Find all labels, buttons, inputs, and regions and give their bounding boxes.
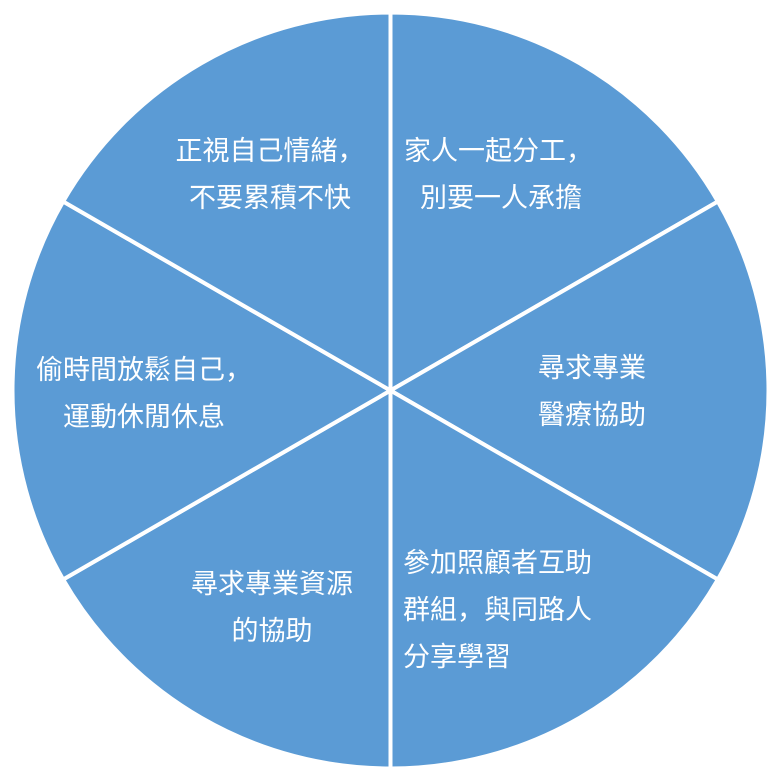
segment-label-lower-right: 參加照顧者互助 群組，與同路人 分享學習 [403, 548, 592, 673]
segment-label-right: 尋求專業 醫療協助 [538, 353, 646, 431]
segment-label-lower-left: 尋求專業資源 的協助 [191, 569, 353, 647]
segment-label-left: 偷時間放鬆自己， 運動休閒休息 [36, 355, 252, 433]
segment-label-upper-left: 正視自己情緒， 不要累積不快 [175, 136, 365, 214]
wedge-upper-right [388, 10, 720, 393]
wedge-left [10, 199, 393, 582]
wedge-lower-right [388, 388, 720, 771]
wedge-right [388, 199, 771, 582]
wedge-lower-left [61, 388, 393, 771]
wedge-upper-left [61, 10, 393, 393]
segment-label-upper-right: 家人一起分工， 別要一人承擔 [404, 136, 593, 214]
